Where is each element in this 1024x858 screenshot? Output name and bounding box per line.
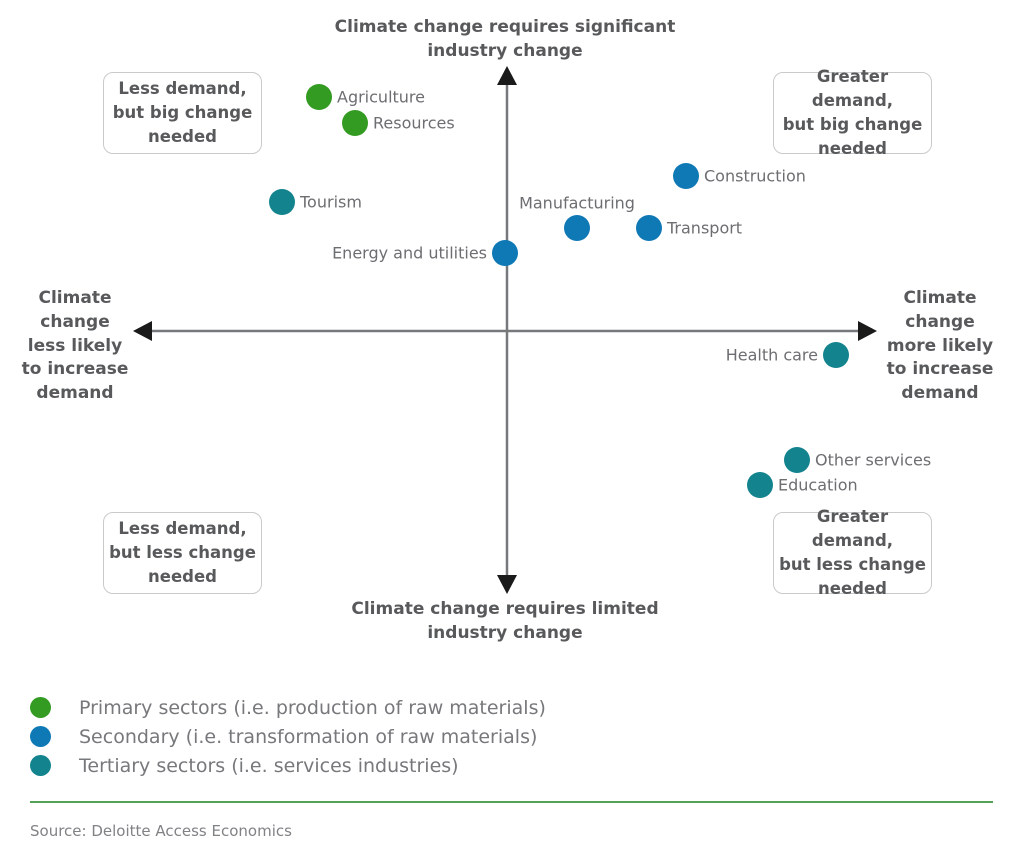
data-point-education — [747, 472, 773, 498]
data-point-resources — [342, 110, 368, 136]
data-point-label-energy-and-utilities: Energy and utilities — [332, 243, 487, 263]
legend-item-secondary: Secondary (i.e. transformation of raw ma… — [30, 722, 546, 751]
data-point-manufacturing — [564, 215, 590, 241]
data-point-health-care — [823, 342, 849, 368]
data-point-energy-and-utilities — [492, 240, 518, 266]
legend-label: Tertiary sectors (i.e. services industri… — [79, 754, 459, 777]
footer-divider — [30, 801, 993, 803]
secondary-sector-dot-icon — [30, 726, 51, 747]
data-point-label-resources: Resources — [373, 113, 455, 133]
data-point-construction — [673, 163, 699, 189]
source-attribution: Source: Deloitte Access Economics — [30, 822, 292, 840]
data-point-tourism — [269, 189, 295, 215]
data-point-label-manufacturing: Manufacturing — [519, 193, 635, 213]
primary-sector-dot-icon — [30, 697, 51, 718]
data-point-label-education: Education — [778, 475, 858, 495]
axis-label-bottom: Climate change requires limited industry… — [351, 599, 659, 643]
quadrant-label-bottom-left: Less demand, but less change needed — [103, 512, 262, 594]
legend-item-tertiary: Tertiary sectors (i.e. services industri… — [30, 751, 546, 780]
arrowhead-right-icon — [858, 321, 877, 341]
quadrant-label-top-left: Less demand, but big change needed — [103, 72, 262, 154]
legend-item-primary: Primary sectors (i.e. production of raw … — [30, 693, 546, 722]
data-point-label-construction: Construction — [704, 166, 806, 186]
arrowhead-left-icon — [133, 321, 152, 341]
data-point-label-transport: Transport — [667, 218, 743, 238]
tertiary-sector-dot-icon — [30, 755, 51, 776]
axis-label-left: Climate change less likely to increase d… — [21, 288, 129, 404]
axis-label-right: Climate change more likely to increase d… — [886, 288, 994, 404]
legend-label: Secondary (i.e. transformation of raw ma… — [79, 725, 538, 748]
data-point-label-other-services: Other services — [815, 450, 932, 470]
arrowhead-down-icon — [497, 575, 517, 594]
axes-arrows — [133, 66, 877, 594]
data-point-agriculture — [306, 84, 332, 110]
data-point-label-agriculture: Agriculture — [337, 87, 425, 107]
axis-label-top: Climate change requires significant indu… — [334, 17, 676, 61]
legend: Primary sectors (i.e. production of raw … — [30, 693, 546, 780]
quadrant-label-top-right: Greater demand, but big change needed — [773, 67, 932, 158]
data-point-other-services — [784, 447, 810, 473]
data-point-transport — [636, 215, 662, 241]
data-point-label-tourism: Tourism — [300, 192, 362, 212]
legend-label: Primary sectors (i.e. production of raw … — [79, 696, 546, 719]
quadrant-label-bottom-right: Greater demand, but less change needed — [773, 507, 932, 598]
data-point-label-health-care: Health care — [725, 345, 818, 365]
arrowhead-up-icon — [497, 66, 517, 85]
